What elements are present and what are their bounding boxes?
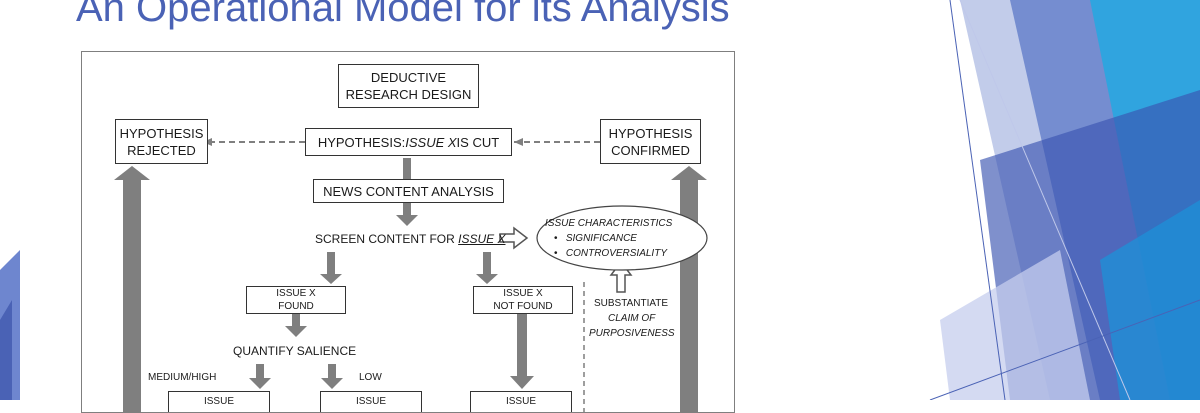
arrow-down-news xyxy=(396,203,418,226)
arrow-down-found xyxy=(320,252,342,284)
decorative-background xyxy=(0,0,1200,400)
partial-issue-box-2: ISSUE xyxy=(320,391,422,412)
partial-issue-box-1: ISSUE xyxy=(168,391,270,412)
bullet-dot: • xyxy=(554,233,558,244)
diagram-connectors xyxy=(114,138,708,412)
issue-characteristics-title: ISSUE CHARACTERISTICS xyxy=(545,218,673,229)
arrow-down-long xyxy=(510,314,534,389)
issue-found-box: ISSUE X FOUND xyxy=(246,286,346,314)
hypothesis-confirmed-box: HYPOTHESIS CONFIRMED xyxy=(600,119,701,164)
screen-issue: ISSUE X xyxy=(458,232,506,246)
arrow-down-notfound xyxy=(476,252,498,284)
medium-high-label: MEDIUM/HIGH xyxy=(148,372,217,383)
partial-issue-box-3: ISSUE xyxy=(470,391,572,412)
arrow-down-low xyxy=(321,364,343,389)
issue-characteristics-ellipse xyxy=(536,205,708,271)
arrow-down-quantify xyxy=(285,314,307,337)
bullet-controversiality-text: CONTROVERSIALITY xyxy=(565,248,667,259)
screen-content-label: SCREEN CONTENT FOR ISSUE X xyxy=(315,232,505,246)
hypothesis-rejected-box: HYPOTHESIS REJECTED xyxy=(115,119,208,164)
hypothesis-issue: ISSUE X xyxy=(405,134,457,150)
deductive-research-design-box: DEDUCTIVE RESEARCH DESIGN xyxy=(338,64,479,108)
bullet-significance: • SIGNIFICANCE xyxy=(554,233,637,244)
arrow-up-right xyxy=(671,166,707,412)
news-content-analysis-box: NEWS CONTENT ANALYSIS xyxy=(313,179,504,203)
arrow-up-left xyxy=(114,166,150,412)
low-label: LOW xyxy=(359,372,382,383)
substantiate-line-1: SUBSTANTIATE xyxy=(594,298,669,309)
hypothesis-prefix: HYPOTHESIS: xyxy=(317,134,406,150)
bullet-dot: • xyxy=(554,248,558,259)
bullet-significance-text: SIGNIFICANCE xyxy=(565,233,637,244)
screen-prefix: SCREEN CONTENT FOR xyxy=(315,232,459,246)
slide-title: An Operational Model for its Analysis xyxy=(76,0,730,30)
hypothesis-main-box: HYPOTHESIS: ISSUE X IS CUT xyxy=(305,128,512,156)
arrow-down-hyp xyxy=(403,158,411,180)
hollow-arrow-right xyxy=(499,226,529,250)
quantify-salience-label: QUANTIFY SALIENCE xyxy=(233,344,357,358)
issue-not-found-box: ISSUE X NOT FOUND xyxy=(473,286,573,314)
hypothesis-suffix: IS CUT xyxy=(456,134,500,150)
bullet-controversiality: • CONTROVERSIALITY xyxy=(554,248,667,259)
substantiate-line-2: CLAIM OF xyxy=(608,313,656,324)
operational-model-diagram: DEDUCTIVE RESEARCH DESIGN HYPOTHESIS REJ… xyxy=(81,51,735,413)
arrow-down-mediumhigh xyxy=(249,364,271,389)
substantiate-line-3: PURPOSIVENESS xyxy=(589,328,675,339)
